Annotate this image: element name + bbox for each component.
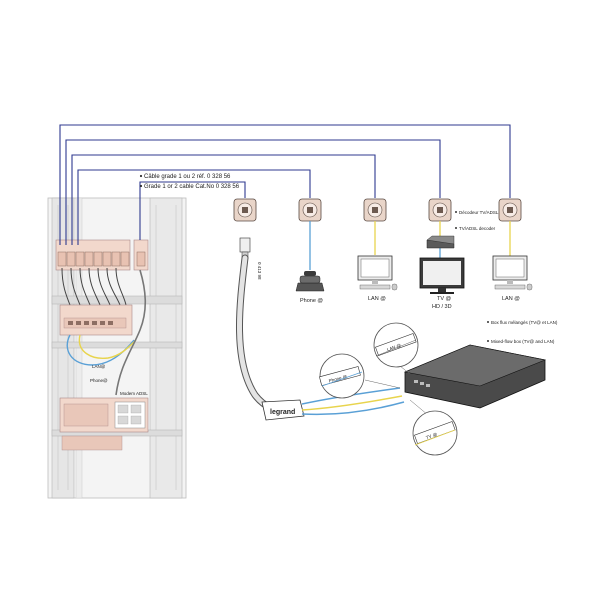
device-label-tv-hd: HD / 3D [432, 304, 452, 310]
wall-socket-3 [363, 198, 387, 222]
box-note-en: Mixed-flow box (TV@ and LAN) [491, 339, 555, 344]
box-note: Box flux mélangés (TV@ et LAN) Mixed-flo… [487, 320, 558, 344]
callout-lan: LAN @ [373, 322, 419, 375]
callout-phone: Phone @ [319, 353, 401, 399]
decoder-note: Décodeur TV/ADSL TV/ADSL decoder [455, 210, 499, 231]
callout-tv: TV @ [409, 399, 458, 456]
wall-socket-1 [233, 198, 257, 222]
rj45-patch-row [55, 239, 149, 271]
computer-icon-1 [357, 255, 398, 291]
cable-note-fr: Câble grade 1 ou 2 réf. 0 328 56 [144, 174, 231, 180]
cabinet-modem-label: Modem ADSL [120, 391, 148, 396]
device-label-lan-1: LAN @ [368, 296, 386, 302]
mixed-flow-box [403, 344, 547, 409]
distribution-cabinet: LAN@ Phone@ Modem ADSL [47, 197, 187, 499]
adsl-modem-module [59, 397, 149, 451]
wall-socket-4 [428, 198, 452, 222]
wall-socket-5 [498, 198, 522, 222]
cabinet-lan-label: LAN@ [92, 364, 106, 369]
routing-cables [59, 124, 511, 245]
device-label-lan-2: LAN @ [502, 296, 520, 302]
legrand-splitter: legrand [261, 399, 305, 421]
device-label-tv: TV @ [437, 296, 452, 302]
wall-socket-2 [298, 198, 322, 222]
device-label-phone: Phone @ [300, 298, 323, 304]
box-note-fr: Box flux mélangés (TV@ et LAN) [491, 320, 558, 325]
decoder-note-en: TV/ADSL decoder [459, 226, 496, 231]
cable-note: Câble grade 1 ou 2 réf. 0 328 56 Grade 1… [139, 174, 240, 190]
decoder-note-fr: Décodeur TV/ADSL [459, 210, 499, 215]
brand-label: legrand [270, 409, 295, 416]
telephone-icon [295, 271, 325, 292]
tag-lan: LAN @ [386, 342, 402, 352]
tag-phone: Phone @ [328, 374, 348, 384]
decoder-icon [426, 235, 455, 249]
cabinet-phone-label: Phone@ [90, 378, 108, 383]
vertical-reference: 0 413 98 [257, 262, 262, 280]
tag-tv: TV @ [425, 431, 438, 440]
tv-icon [419, 257, 465, 294]
switch-module [59, 304, 133, 336]
computer-icon-2 [492, 255, 533, 291]
cable-note-en: Grade 1 or 2 cable Cat.No 0 328 56 [144, 184, 240, 190]
